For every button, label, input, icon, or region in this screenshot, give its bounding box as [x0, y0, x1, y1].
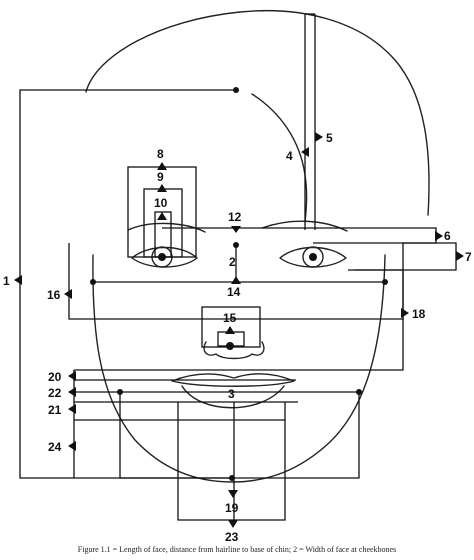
figure-caption: Figure 1.1 = Length of face, distance fr…	[77, 545, 397, 554]
lower-lip	[181, 385, 285, 409]
measure-6-line	[162, 227, 437, 244]
label-10: 10	[154, 196, 168, 210]
label-12: 12	[228, 210, 242, 224]
measure-15-box	[201, 306, 261, 348]
label-21: 21	[48, 403, 62, 417]
label-20: 20	[48, 370, 62, 384]
hair-inner-outline	[251, 93, 308, 223]
right-iris	[302, 246, 324, 268]
label-8: 8	[157, 147, 164, 161]
upper-lip	[171, 373, 295, 387]
label-15: 15	[223, 311, 237, 325]
arrowheads	[14, 132, 464, 528]
hair-outline	[85, 9, 430, 216]
nose	[203, 341, 265, 360]
label-4: 4	[286, 149, 293, 163]
measure-20-line	[73, 370, 296, 381]
left-eye	[131, 246, 198, 268]
measure-18-line	[74, 269, 404, 371]
label-2: 2	[229, 255, 236, 269]
measure-7-line	[68, 242, 457, 320]
label-18: 18	[412, 307, 426, 321]
label-6: 6	[444, 229, 451, 243]
label-22: 22	[48, 386, 62, 400]
label-23: 23	[225, 530, 239, 544]
right-eye	[279, 246, 347, 268]
label-14: 14	[227, 285, 241, 299]
label-9: 9	[157, 170, 164, 184]
label-16: 16	[47, 288, 61, 302]
right-pupil	[309, 253, 317, 261]
left-eyebrow	[127, 222, 206, 233]
measure-10-box	[154, 211, 172, 258]
label-7: 7	[465, 250, 472, 264]
label-1: 1	[3, 274, 10, 288]
label-5: 5	[326, 131, 333, 145]
face-contour	[92, 254, 386, 483]
label-19: 19	[225, 501, 239, 515]
label-3: 3	[228, 387, 235, 401]
measure-chin-box	[119, 392, 360, 479]
label-24: 24	[48, 440, 62, 454]
